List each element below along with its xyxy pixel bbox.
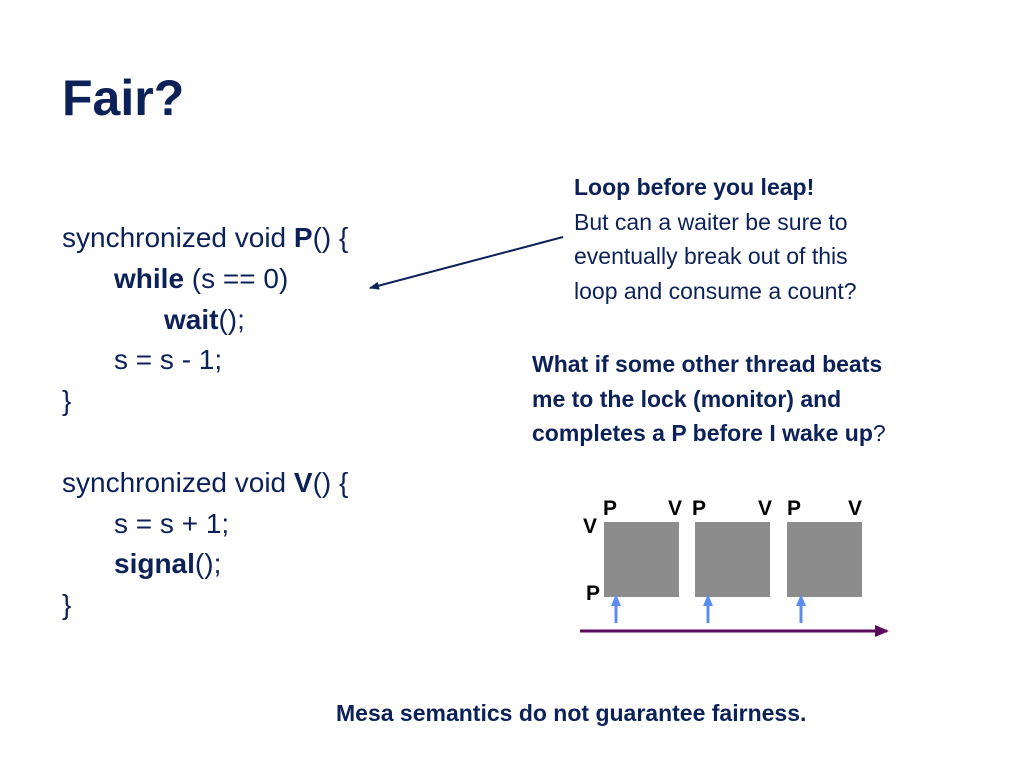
code-line-increment: s = s + 1; — [114, 507, 230, 539]
question-line-text: What if some other thread beats — [532, 351, 883, 377]
code-block: synchronized void P() { while (s == 0) w… — [62, 218, 482, 626]
code-spacer — [62, 422, 482, 463]
diagram-label-v: V — [583, 515, 598, 538]
code-keyword-synchronized: synchronized void — [62, 222, 294, 253]
code-while-condition: (s == 0) — [184, 262, 289, 294]
callout-note: Loop before you leap! But can a waiter b… — [574, 170, 974, 308]
code-line-close-v: } — [62, 589, 72, 621]
code-line-close-p: } — [62, 385, 72, 417]
code-line-while: while (s == 0) — [62, 259, 482, 300]
box-end-label: V — [848, 497, 863, 520]
code-wait-suffix: (); — [218, 303, 245, 335]
question-line-text: completes a P before I wake up — [532, 420, 873, 446]
code-keyword-synchronized: synchronized void — [62, 466, 294, 498]
code-paren: () { — [312, 466, 349, 498]
question-line: me to the lock (monitor) and — [532, 382, 1012, 417]
code-line-wait: wait(); — [62, 300, 482, 341]
code-line-p-signature: synchronized void P() { — [62, 218, 482, 259]
box-start-label: P — [692, 497, 707, 520]
code-method-p: P — [293, 222, 313, 253]
box-end-label: V — [758, 497, 773, 520]
callout-line: But can a waiter be sure to — [574, 208, 848, 235]
code-paren: () { — [312, 222, 349, 253]
diagram-arrows — [580, 594, 889, 637]
code-line-v-signature: synchronized void V() { — [62, 463, 482, 504]
box-start-label: P — [603, 497, 618, 520]
code-keyword-while: while — [114, 262, 185, 294]
code-keyword-signal: signal — [114, 548, 195, 580]
code-line-signal: signal(); — [62, 544, 482, 585]
box-end-label: V — [668, 497, 683, 520]
question-mark: ? — [872, 420, 886, 446]
callout-line: loop and consume a count? — [574, 277, 857, 304]
critical-section-box — [695, 522, 770, 597]
critical-section-box — [787, 522, 862, 597]
conclusion-text: Mesa semantics do not guarantee fairness… — [336, 700, 807, 726]
code-keyword-wait: wait — [164, 303, 219, 335]
question-line: What if some other thread beats — [532, 347, 1012, 382]
callout-line: eventually break out of this — [574, 243, 848, 269]
diagram-label-p: P — [586, 582, 601, 605]
question-line-text: me to the lock (monitor) and — [532, 385, 842, 412]
callout-heading: Loop before you leap! — [574, 174, 815, 200]
slide-title: Fair? — [62, 70, 185, 126]
code-method-v: V — [293, 466, 313, 498]
code-signal-suffix: (); — [194, 548, 222, 580]
question-text: What if some other thread beats me to th… — [532, 347, 1012, 451]
question-line: completes a P before I wake up? — [532, 416, 1012, 451]
box-start-label: P — [787, 497, 802, 520]
code-line-decrement: s = s - 1; — [114, 344, 223, 376]
timeline-diagram: V P P V P V P V — [575, 490, 905, 650]
critical-section-box — [604, 522, 679, 597]
